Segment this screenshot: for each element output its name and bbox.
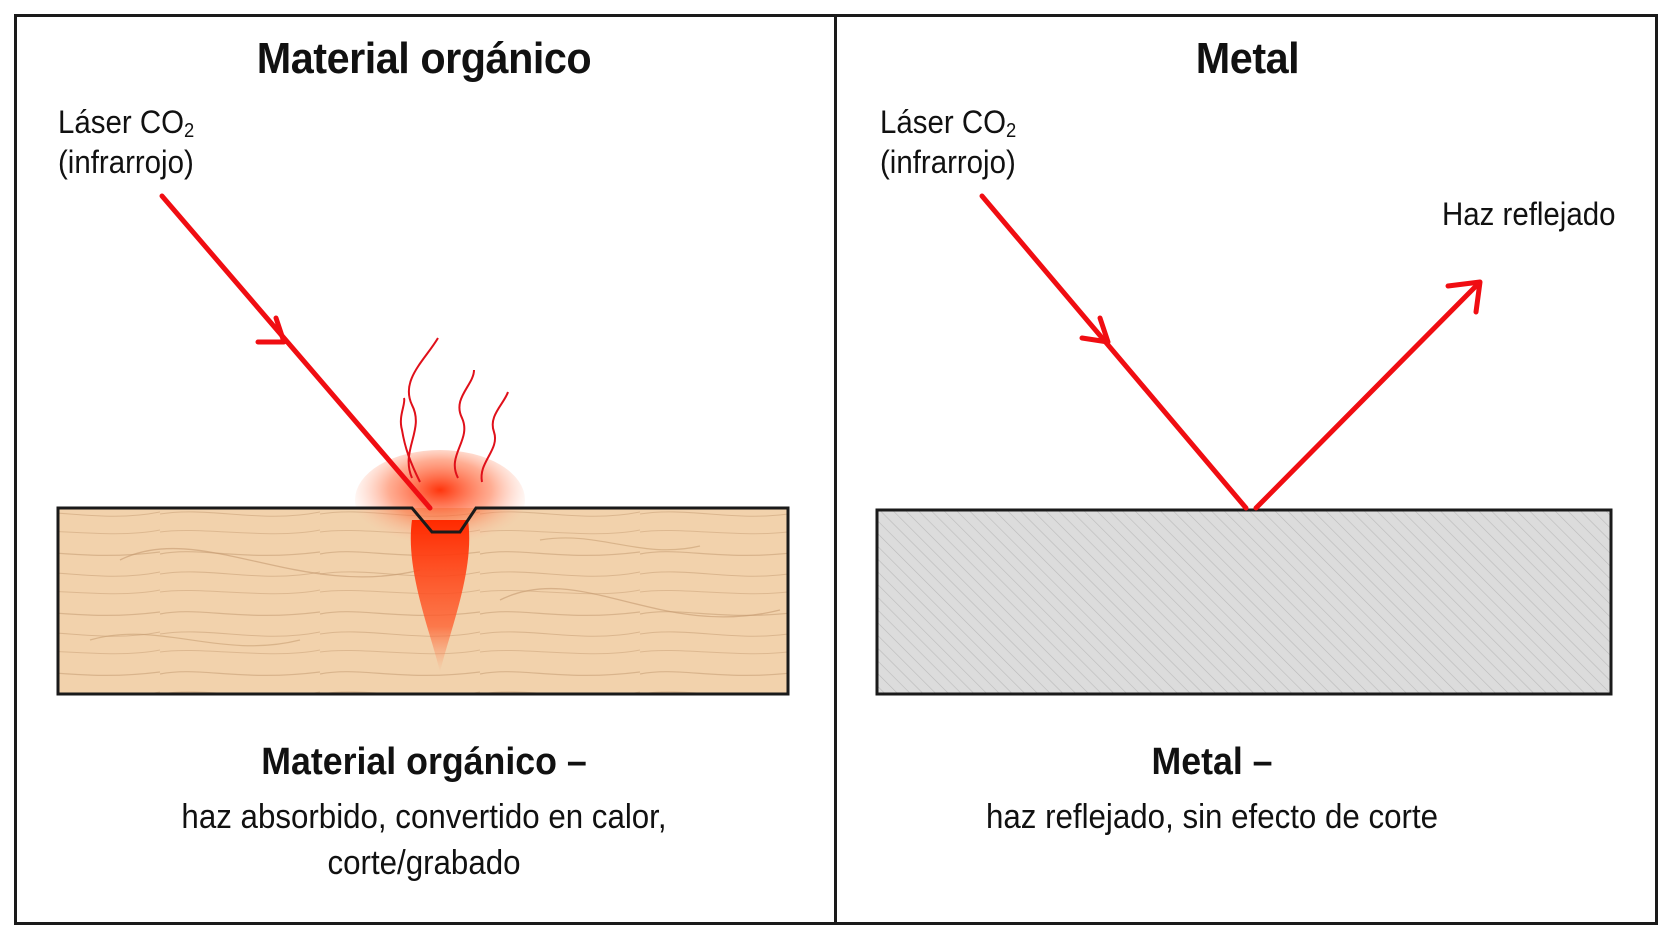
heat-waves-icon — [399, 337, 509, 483]
right-laser-label-text: Láser CO — [880, 104, 1006, 140]
panel-divider — [834, 14, 837, 925]
left-laser-label-subscript: 2 — [183, 120, 195, 142]
left-laser-label-text: Láser CO — [58, 104, 184, 140]
right-laser-label-subscript: 2 — [1005, 120, 1017, 142]
metal-block — [875, 508, 1613, 696]
left-caption-line2: corte/grabado — [327, 844, 521, 882]
left-laser-label-line2: (infrarrojo) — [58, 144, 194, 180]
arrow-down-right-icon — [979, 193, 1249, 511]
reflected-beam-label: Haz reflejado — [1442, 196, 1616, 232]
right-caption: Metal – haz reflejado, sin efecto de cor… — [837, 738, 1587, 840]
left-caption-line1: haz absorbido, convertido en calor, — [181, 798, 667, 836]
right-caption-line1: haz reflejado, sin efecto de corte — [985, 798, 1439, 836]
right-panel-title: Metal — [1195, 34, 1300, 83]
left-panel-title: Material orgánico — [256, 34, 592, 83]
left-laser-label: Láser CO2 (infrarrojo) — [58, 102, 194, 182]
right-caption-title: Metal – — [1151, 741, 1273, 783]
left-caption-title: Material orgánico – — [261, 741, 587, 783]
arrow-down-right-icon — [159, 193, 433, 511]
left-caption: Material orgánico – haz absorbido, conve… — [14, 738, 834, 886]
arrow-up-right-icon — [1253, 279, 1483, 511]
right-laser-label-line2: (infrarrojo) — [880, 144, 1016, 180]
wood-outline — [56, 506, 790, 696]
right-laser-label: Láser CO2 (infrarrojo) — [880, 102, 1016, 182]
burn-channel — [410, 520, 470, 672]
